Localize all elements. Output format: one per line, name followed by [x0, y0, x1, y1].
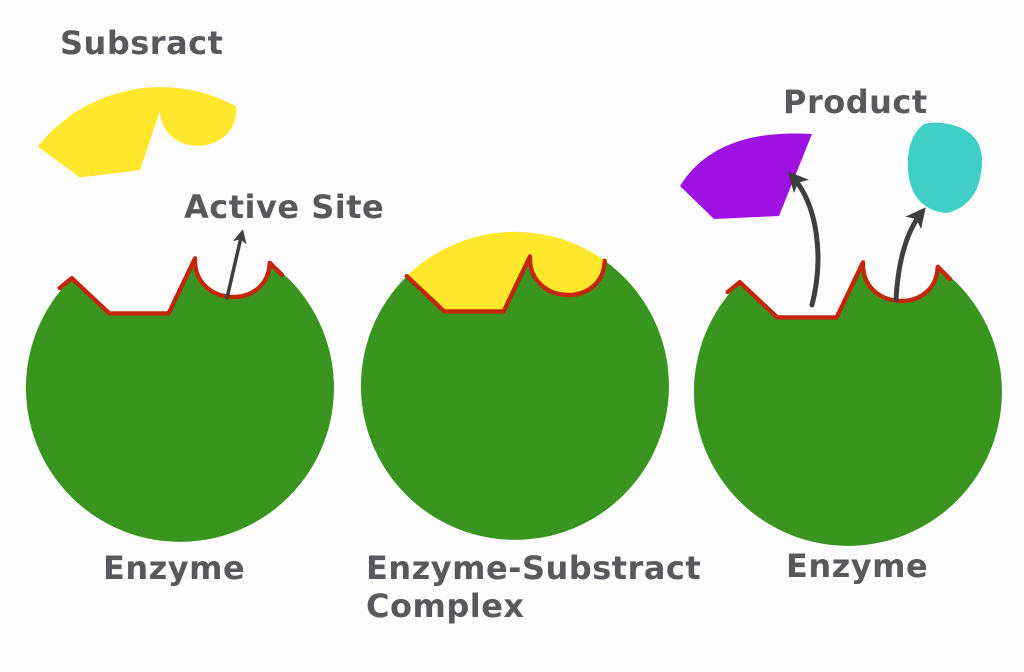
enzyme-left-label: Enzyme [103, 549, 246, 587]
enzyme-left-body [25, 258, 334, 542]
product-label: Product [783, 83, 928, 121]
enzyme-right-body [693, 262, 1002, 546]
substrate-label: Subsract [60, 24, 224, 62]
enzyme-right-active-site-outline [725, 260, 953, 320]
substrate-shape [37, 87, 237, 178]
arrow-to-teal-product-icon [893, 207, 926, 303]
enzyme-complex-body [360, 256, 669, 540]
enzyme-left-active-site-outline [57, 256, 285, 316]
enzyme-left-group [25, 256, 334, 542]
enzyme-complex-group [360, 231, 669, 540]
substrate-group [37, 87, 237, 178]
arrow-to-purple-product-icon [787, 171, 821, 308]
complex-label-line1: Enzyme-Substract [366, 549, 702, 587]
active-site-arrow-icon [225, 229, 247, 300]
product-purple-shape [680, 133, 812, 219]
enzyme-right-label: Enzyme [786, 547, 929, 585]
enzyme-substrate-complex-label: Enzyme-Substract Complex [366, 549, 701, 625]
enzyme-complex-active-site-outline [404, 254, 608, 314]
complex-label-line2: Complex [366, 587, 525, 625]
active-site-label: Active Site [184, 188, 385, 226]
product-teal-shape [907, 122, 982, 213]
enzyme-right-group [693, 260, 1002, 546]
